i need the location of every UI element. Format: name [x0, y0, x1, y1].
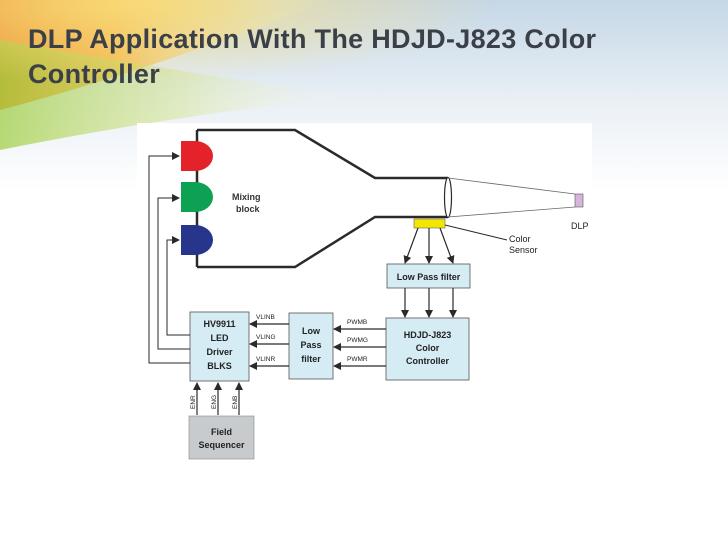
driver-to-red-led	[148, 152, 190, 364]
pwmr-label: PWMR	[347, 356, 368, 363]
green-led	[181, 182, 213, 212]
slide-title: DLP Application With The HDJD-J823 Color…	[28, 24, 597, 89]
lpf-top-label: Low Pass filter	[397, 272, 461, 282]
vlinb-label: VLINB	[256, 314, 275, 321]
blue-led	[181, 225, 213, 255]
lpf-mid-label-2: Pass	[300, 340, 321, 350]
eng-label: ENG	[211, 395, 218, 409]
color-sensor-pointer	[444, 224, 508, 241]
mixing-block-label-2: block	[236, 204, 261, 214]
beam-top	[447, 177, 576, 195]
driver-to-blue-led	[166, 236, 190, 336]
diagram-panel: DLP Mixing block Color Sensor Low Pass f…	[137, 123, 592, 460]
controller-label-1: HDJD-J823	[404, 330, 452, 340]
controller-label-2: Color	[416, 343, 440, 353]
dlp-label: DLP	[571, 221, 589, 231]
block-diagram: DLP Mixing block Color Sensor Low Pass f…	[148, 128, 589, 460]
field-sequencer-label-2: Sequencer	[198, 440, 245, 450]
color-sensor-label-2: Sensor	[509, 245, 538, 255]
vling-label: VLING	[256, 334, 276, 341]
enb-label: ENB	[232, 396, 239, 409]
controller-box	[385, 317, 470, 381]
beam-bottom	[447, 206, 576, 218]
color-sensor-label-1: Color	[509, 234, 531, 244]
controller-label-3: Controller	[406, 356, 449, 366]
field-sequencer-label-1: Field	[211, 427, 232, 437]
dlp-target	[574, 193, 584, 208]
enr-label: ENR	[190, 395, 197, 409]
driver-label-1: HV9911	[203, 319, 235, 329]
vlinr-label: VLINR	[256, 356, 275, 363]
lpf-mid-box	[288, 312, 334, 380]
driver-to-green-led	[157, 194, 190, 350]
driver-label-3: Driver	[206, 347, 233, 357]
lpf-mid-label-1: Low	[302, 326, 321, 336]
sensor-to-lpf-3	[439, 227, 455, 264]
color-sensor	[413, 218, 446, 229]
pwmb-label: PWMB	[347, 319, 367, 326]
driver-box	[189, 311, 250, 382]
driver-label-2: LED	[211, 333, 230, 343]
lpf-mid-label-3: filter	[301, 354, 321, 364]
mixing-block-label-1: Mixing	[232, 192, 261, 202]
red-led	[181, 141, 213, 171]
pwmg-label: PWMG	[347, 337, 368, 344]
light-tube	[375, 177, 449, 218]
driver-label-4: BLKS	[207, 361, 232, 371]
field-sequencer-box	[188, 415, 255, 460]
lens	[443, 176, 453, 219]
sensor-to-lpf-1	[403, 227, 419, 264]
